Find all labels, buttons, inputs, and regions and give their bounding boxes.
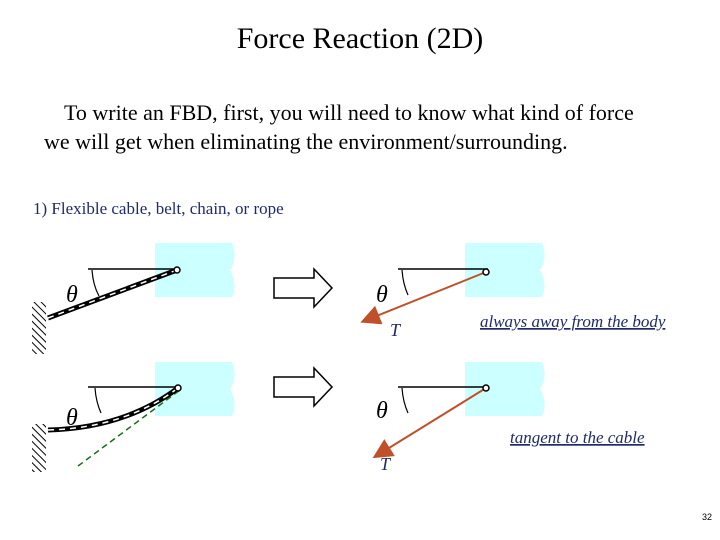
tangent-line-bottom-left: [77, 389, 181, 467]
note-tangent-to-cable: tangent to the cable: [510, 428, 645, 447]
body-top-left: [155, 243, 235, 297]
angle-arc-bottom-right: [401, 387, 409, 414]
angle-arc-top-right: [401, 269, 409, 296]
block-arrow-bottom: [273, 366, 334, 408]
angle-arc-bottom-left: [94, 387, 102, 414]
intro-line-1: To write an FBD, first, you will need to…: [64, 100, 634, 125]
top-right-fbd: θ T always away from the body: [360, 243, 666, 340]
intro-line-2: we will get when eliminating the environ…: [44, 129, 568, 154]
wall-top-left: [32, 302, 46, 354]
theta-label-bottom-left: θ: [66, 405, 78, 431]
intro-text: To write an FBD, first, you will need to…: [44, 98, 704, 156]
page-number: 32: [701, 512, 712, 522]
tension-arrow-top: [360, 271, 487, 325]
theta-label-top-left: θ: [66, 282, 78, 308]
slide-title: Force Reaction (2D): [236, 22, 484, 55]
note-away-from-body: always away from the body: [480, 312, 666, 331]
body-top-right: [465, 243, 545, 297]
bottom-right-fbd: θ T tangent to the cable: [372, 362, 645, 474]
item-flexible-cable: 1) Flexible cable, belt, chain, or rope: [33, 199, 284, 218]
pin-top-left: [173, 266, 181, 274]
bottom-left-scene: θ: [32, 362, 235, 472]
wall-bottom-left: [32, 424, 46, 472]
body-bottom-right: [465, 362, 545, 416]
theta-label-bottom-right: θ: [376, 398, 388, 424]
theta-label-top-right: θ: [376, 282, 388, 308]
top-left-scene: θ: [32, 243, 235, 354]
pin-top-right: [482, 268, 490, 276]
pin-bottom-left: [174, 384, 182, 392]
tension-arrow-bottom: [372, 387, 487, 459]
tension-label-top: T: [390, 320, 402, 340]
block-arrow-top: [273, 267, 334, 309]
tension-label-bottom: T: [380, 454, 392, 474]
angle-arc-top-left: [91, 269, 100, 297]
body-bottom-left: [155, 362, 235, 416]
pin-bottom-right: [482, 384, 490, 392]
